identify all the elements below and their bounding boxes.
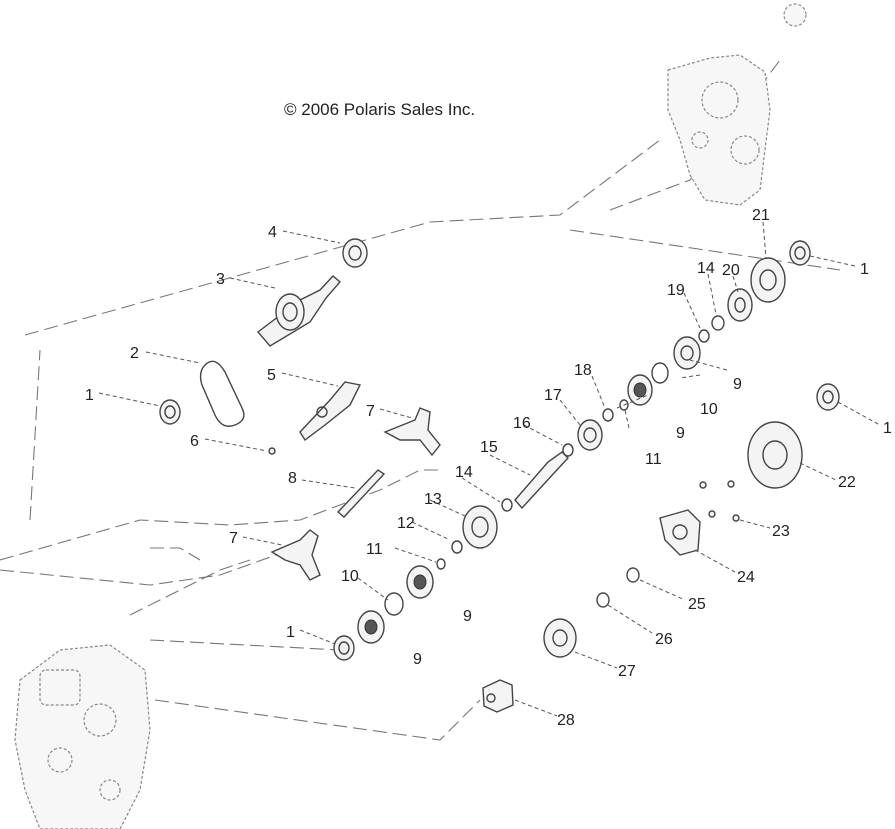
callout-10-lower: 10 [341,568,359,585]
part-ring-18[interactable] [602,408,614,422]
part-rod-8[interactable] [336,469,386,518]
callout-11-upper: 11 [645,451,662,468]
part-bearing-1-upper-right[interactable] [789,240,811,266]
callout-26: 26 [655,631,673,648]
callout-1-right: 1 [883,420,892,437]
callout-15: 15 [480,439,498,456]
part-bearing-4[interactable] [342,238,368,268]
part-shift-fork-7-lower[interactable] [270,529,321,581]
callout-9-mid: 9 [463,608,472,625]
part-bearing-9-upper-right[interactable] [673,336,701,370]
part-ring-19[interactable] [698,329,710,343]
callout-9-upper-right: 9 [733,376,742,393]
leader-lines [98,221,879,717]
copyright-text: © 2006 Polaris Sales Inc. [284,100,475,119]
part-cover-plate-24[interactable] [659,509,701,556]
part-shift-drum-5[interactable] [299,381,362,442]
callout-1-lower: 1 [286,624,295,641]
part-shift-fork-7-upper[interactable] [383,407,441,457]
callout-14-upper: 14 [697,260,715,277]
callout-1-left: 1 [85,387,94,404]
part-washer-14-mid[interactable] [501,498,513,512]
callout-18: 18 [574,362,592,379]
part-ring-12[interactable] [451,540,463,554]
part-screws-23[interactable] [699,480,740,522]
part-shaft-3[interactable] [256,275,341,347]
part-bearing-27[interactable] [543,618,577,658]
callout-1-upper-right: 1 [860,261,869,278]
part-pin-6[interactable] [268,447,276,455]
callout-6: 6 [190,433,199,450]
part-seal-10-lower[interactable] [384,592,404,616]
callout-9-lower: 9 [413,651,422,668]
part-gear-22[interactable] [747,421,803,489]
callout-22: 22 [838,474,856,491]
part-splined-shaft-15[interactable] [514,451,569,510]
part-ring-11-upper[interactable] [619,399,629,411]
part-gear-21[interactable] [750,257,786,303]
part-seal-10-upper[interactable] [651,362,669,384]
callout-17: 17 [544,387,562,404]
part-bearing-1-right[interactable] [816,383,840,411]
callout-8: 8 [288,470,297,487]
callout-24: 24 [737,569,755,586]
callout-21: 21 [752,207,770,224]
part-gear-13[interactable] [462,505,498,549]
callout-7-upper: 7 [366,403,375,420]
callout-labels: 4 3 2 5 1 6 7 8 7 13 12 11 10 9 1 9 14 1… [85,207,892,729]
part-ring-16[interactable] [562,443,574,457]
part-bearing-1-lower[interactable] [333,635,355,661]
callout-4: 4 [268,224,277,241]
callout-11-lower: 11 [366,541,383,558]
part-bearing-9-lower[interactable] [357,610,385,644]
part-sensor-28[interactable] [482,679,514,713]
callout-10-upper: 10 [700,401,718,418]
assembly-phantom-lines [0,59,841,741]
part-ring-25[interactable] [626,567,640,583]
callout-23: 23 [772,523,790,540]
transmission-case-right [667,3,807,206]
callout-20: 20 [722,262,740,279]
transmission-case-left [14,644,151,829]
part-gear-17[interactable] [577,419,603,451]
callout-13: 13 [424,491,442,508]
part-ring-11-lower[interactable] [436,558,446,570]
part-ring-26[interactable] [596,592,610,608]
part-washer-14-upper[interactable] [711,315,725,331]
callout-2: 2 [130,345,139,362]
callout-28: 28 [557,712,575,729]
callout-27: 27 [618,663,636,680]
callout-12: 12 [397,515,415,532]
part-bearing-1-left[interactable] [159,399,181,425]
callout-16: 16 [513,415,531,432]
callout-3: 3 [216,271,225,288]
callout-7-lower: 7 [229,530,238,547]
part-bearing-9-mid[interactable] [406,565,434,599]
part-bearing-9-upper-left[interactable] [627,374,653,406]
callout-5: 5 [267,367,276,384]
callout-14-mid: 14 [455,464,473,481]
callout-25: 25 [688,596,706,613]
part-chain-2[interactable] [199,360,245,427]
callout-19: 19 [667,282,685,299]
part-gear-20[interactable] [727,288,753,322]
callout-9-upper-left: 9 [676,425,685,442]
